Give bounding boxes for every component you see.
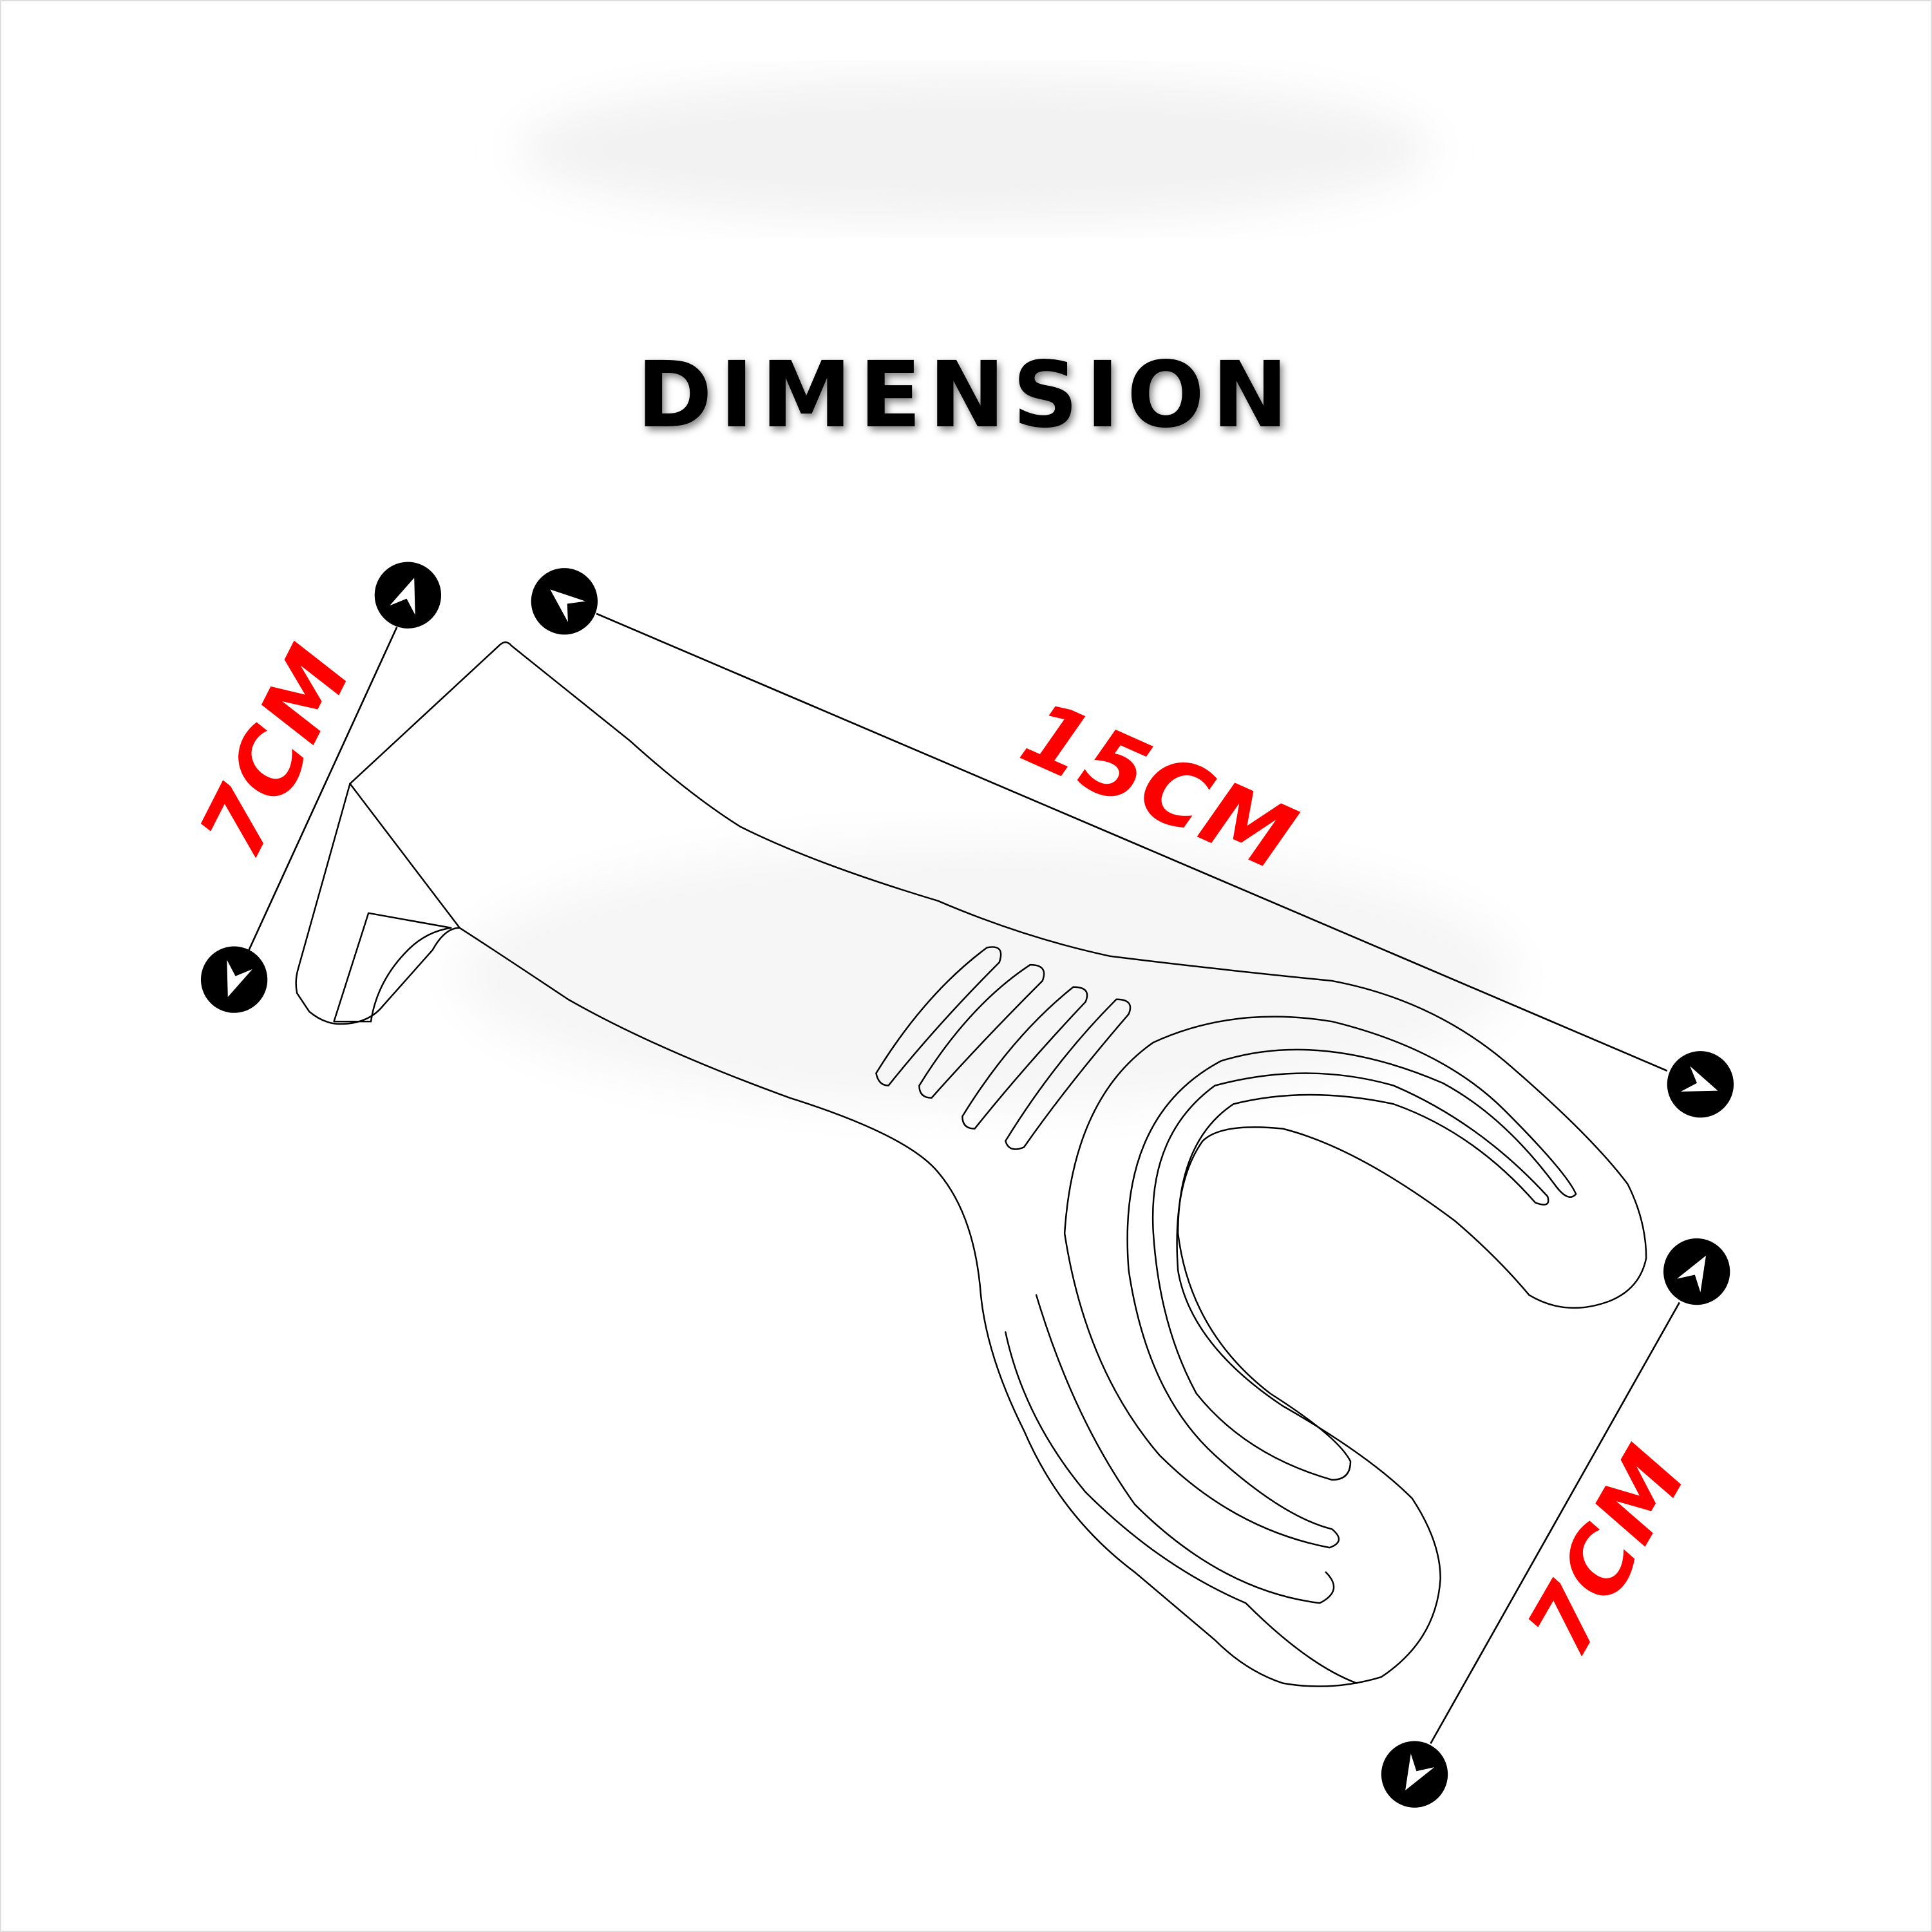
marker-arrow-icon: [374, 562, 442, 629]
length-dimension-line: [596, 612, 1668, 1072]
width-label: 7CM: [1508, 1429, 1708, 1673]
width-dimension-line: [1430, 1302, 1681, 1745]
marker-arrow-icon: [1381, 1741, 1448, 1808]
height-dimension-line: [248, 627, 398, 951]
blurred-shadow: [518, 75, 1431, 223]
marker-arrow-icon: [200, 946, 268, 1013]
product-outline: [295, 641, 1647, 1687]
height-label: 7CM: [180, 629, 372, 874]
page-title: DIMENSION: [637, 343, 1296, 448]
marker-arrow-icon: [1667, 1051, 1734, 1118]
marker-arrow-icon: [531, 568, 598, 635]
marker-arrow-icon: [1663, 1238, 1730, 1305]
